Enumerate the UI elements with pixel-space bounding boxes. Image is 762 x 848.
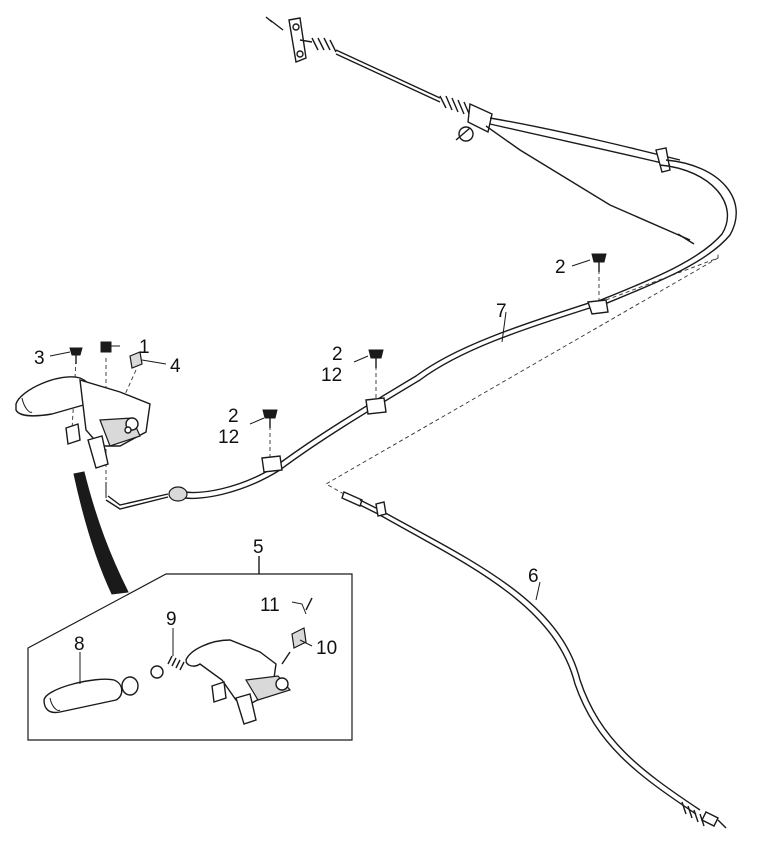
detail-box [27, 556, 353, 741]
callout-12: 12 [321, 365, 342, 386]
bolt-icon [69, 347, 83, 364]
nut-icon [100, 341, 112, 353]
bolt-icon-set [69, 253, 607, 428]
callout-3: 3 [34, 348, 45, 369]
brake-lever-assembly [15, 376, 151, 469]
bolt-icon [591, 253, 607, 272]
callout-7: 7 [496, 301, 507, 322]
callout-2: 2 [228, 406, 239, 427]
callout-5: 5 [253, 537, 264, 558]
callout-labels: 1 3 4 2 7 2 12 2 12 5 6 11 9 10 8 [34, 257, 566, 659]
leader-lines [49, 259, 591, 684]
bolt-icon [368, 349, 384, 368]
callout-2: 2 [555, 257, 566, 278]
callout-2: 2 [332, 344, 343, 365]
dashed-guides [71, 254, 719, 495]
right-loop-cable [595, 159, 737, 307]
main-cable-7 [105, 299, 609, 510]
front-cable-6 [341, 491, 727, 829]
detail-parts [43, 597, 313, 725]
callout-6: 6 [528, 566, 539, 587]
callout-4: 4 [170, 356, 181, 377]
callout-12: 12 [218, 427, 239, 448]
callout-9: 9 [166, 609, 177, 630]
upper-rear-cable [265, 16, 695, 245]
grip-cover [43, 678, 123, 714]
callout-11: 11 [260, 595, 280, 616]
callout-10: 10 [316, 638, 337, 659]
callout-8: 8 [74, 634, 85, 655]
callout-1: 1 [139, 337, 150, 358]
detail-view-arrow [73, 471, 129, 595]
bolt-icon [262, 409, 278, 428]
clip-icon [129, 351, 143, 369]
